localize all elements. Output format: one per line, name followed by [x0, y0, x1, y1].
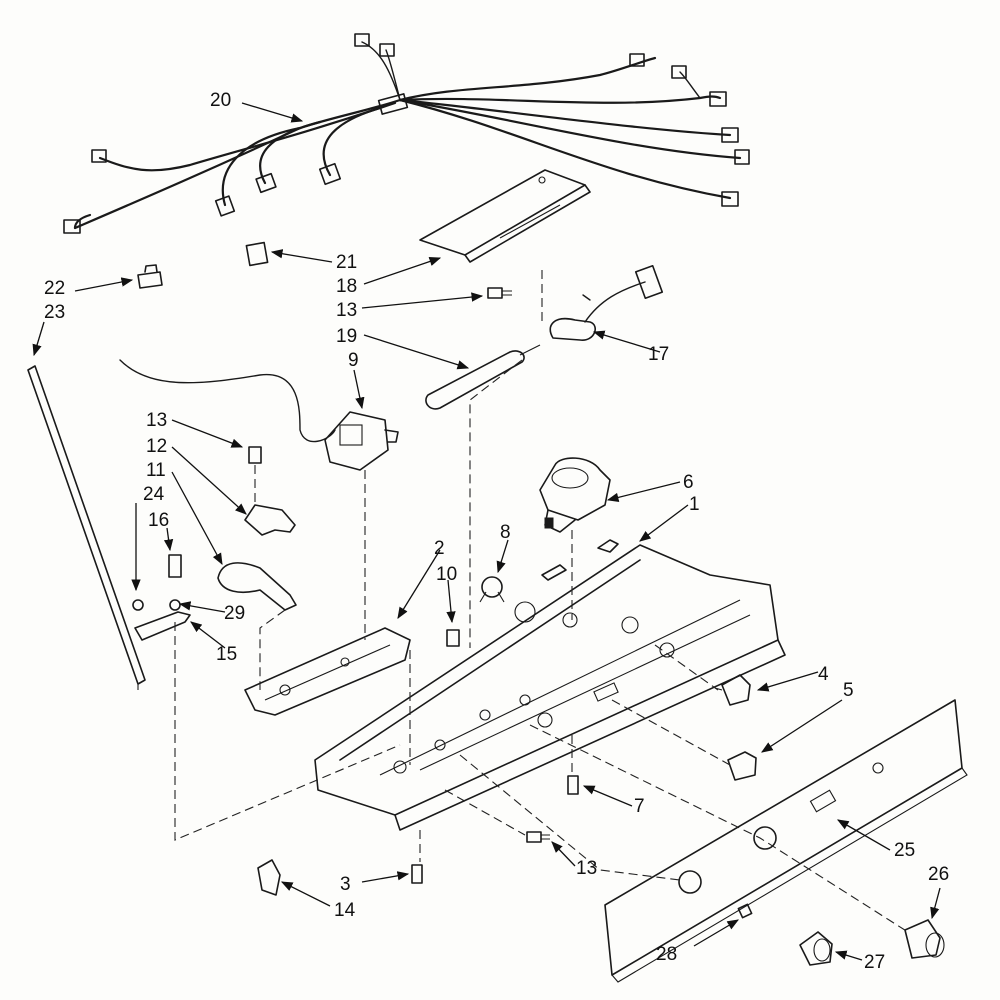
label-1: 1 — [689, 494, 700, 515]
capacitor-17 — [549, 264, 664, 341]
callout-labels: 20 21 22 23 18 13 19 9 17 13 12 11 24 16… — [44, 90, 949, 973]
label-11: 11 — [146, 460, 166, 481]
control-housing-1 — [314, 539, 786, 831]
label-27: 27 — [864, 952, 885, 973]
label-28: 28 — [656, 944, 677, 965]
cover-plate — [419, 169, 591, 263]
mounting-bracket-12 — [244, 446, 296, 536]
label-26: 26 — [928, 864, 949, 885]
label-18: 18 — [336, 276, 357, 297]
clip-14 — [257, 859, 281, 896]
screw-lower-13 — [526, 831, 550, 843]
assembly-lines — [174, 270, 909, 933]
label-7: 7 — [634, 796, 645, 817]
label-6: 6 — [683, 472, 694, 493]
leader-arrows — [32, 102, 941, 961]
screw-top — [487, 287, 512, 299]
support-bracket-2 — [244, 627, 411, 716]
label-16: 16 — [148, 510, 169, 531]
label-19: 19 — [336, 326, 357, 347]
label-5: 5 — [843, 680, 854, 701]
lamp-8 — [479, 576, 505, 603]
label-24: 24 — [143, 484, 165, 505]
knob-27 — [799, 931, 833, 966]
thermostat-9 — [119, 359, 399, 471]
label-8: 8 — [500, 522, 511, 543]
knob-26 — [904, 919, 945, 959]
bracket-22 — [137, 264, 163, 289]
control-shaft-11 — [217, 562, 297, 611]
control-rod — [27, 365, 146, 690]
label-9: 9 — [348, 350, 359, 371]
label-23: 23 — [44, 302, 65, 323]
switch-5 — [727, 751, 757, 781]
label-4: 4 — [818, 664, 829, 685]
label-10: 10 — [436, 564, 457, 585]
wiring-harness — [63, 33, 750, 234]
switch-4 — [714, 674, 751, 706]
sensor-tube-19 — [425, 344, 541, 410]
label-13-bottom: 13 — [576, 858, 597, 879]
label-3: 3 — [340, 874, 351, 895]
label-29: 29 — [224, 603, 245, 624]
label-2: 2 — [434, 538, 445, 559]
indicator-28 — [737, 903, 753, 919]
label-12: 12 — [146, 436, 167, 457]
screw-10 — [446, 629, 460, 647]
label-21: 21 — [336, 252, 357, 273]
label-25: 25 — [894, 840, 915, 861]
label-13-top: 13 — [336, 300, 357, 321]
clip-21 — [245, 241, 269, 267]
lever-15 — [132, 554, 191, 641]
label-13-left: 13 — [146, 410, 167, 431]
label-17: 17 — [648, 344, 669, 365]
label-14: 14 — [334, 900, 356, 921]
front-panel-25 — [604, 699, 968, 983]
label-15: 15 — [216, 644, 237, 665]
screw-3 — [411, 864, 423, 884]
label-22: 22 — [44, 278, 65, 299]
defrost-timer-6 — [539, 457, 611, 533]
screw-7 — [567, 775, 579, 795]
label-20: 20 — [210, 90, 231, 111]
